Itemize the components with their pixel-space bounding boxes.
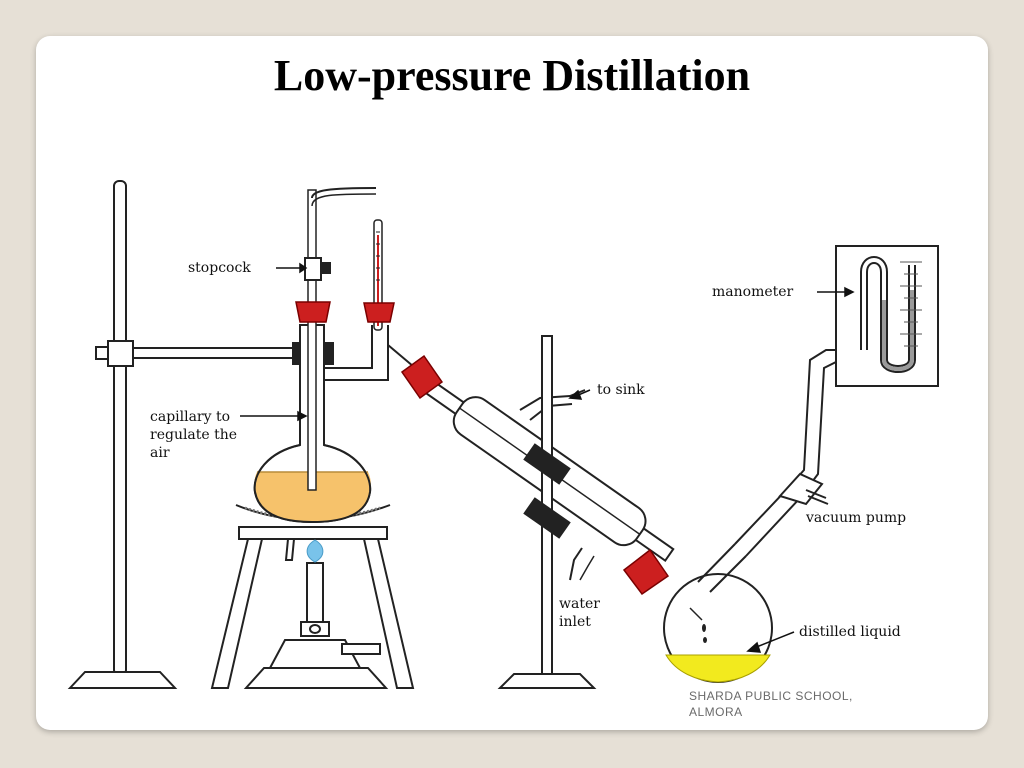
tripod (210, 526, 415, 689)
label-capillary-line3: air (150, 445, 170, 461)
label-stopcock: stopcock (188, 260, 251, 276)
flask-stopper (295, 301, 331, 323)
label-capillary-line1: capillary to (150, 409, 230, 425)
receiver-flask (663, 573, 773, 683)
label-water-inlet-line2: inlet (559, 614, 591, 630)
thermometer-stopper (363, 302, 395, 323)
slide-title: Low-pressure Distillation (273, 51, 751, 100)
bunsen-burner (243, 562, 389, 689)
slide-footer: SHARDA PUBLIC SCHOOL, ALMORA (689, 688, 853, 720)
label-capillary-line2: regulate the (150, 427, 237, 443)
label-vacuum-pump: vacuum pump (805, 510, 906, 526)
condenser-stopper-bottom (622, 548, 670, 596)
label-manometer: manometer (712, 284, 794, 300)
label-to-sink: to sink (597, 382, 645, 398)
footer-location: ALMORA (689, 705, 743, 719)
flame (306, 539, 324, 563)
label-distilled-liquid: distilled liquid (799, 624, 901, 640)
label-arrows (240, 262, 855, 653)
manometer (835, 245, 939, 387)
condenser-stopper-top (400, 354, 444, 400)
slide-card (36, 36, 988, 730)
footer-school: SHARDA PUBLIC SCHOOL, (689, 689, 853, 703)
retort-stand-middle (497, 335, 597, 689)
stopcock (304, 257, 331, 281)
capillary-tube (307, 189, 317, 491)
label-water-inlet-line1: water (559, 596, 600, 612)
